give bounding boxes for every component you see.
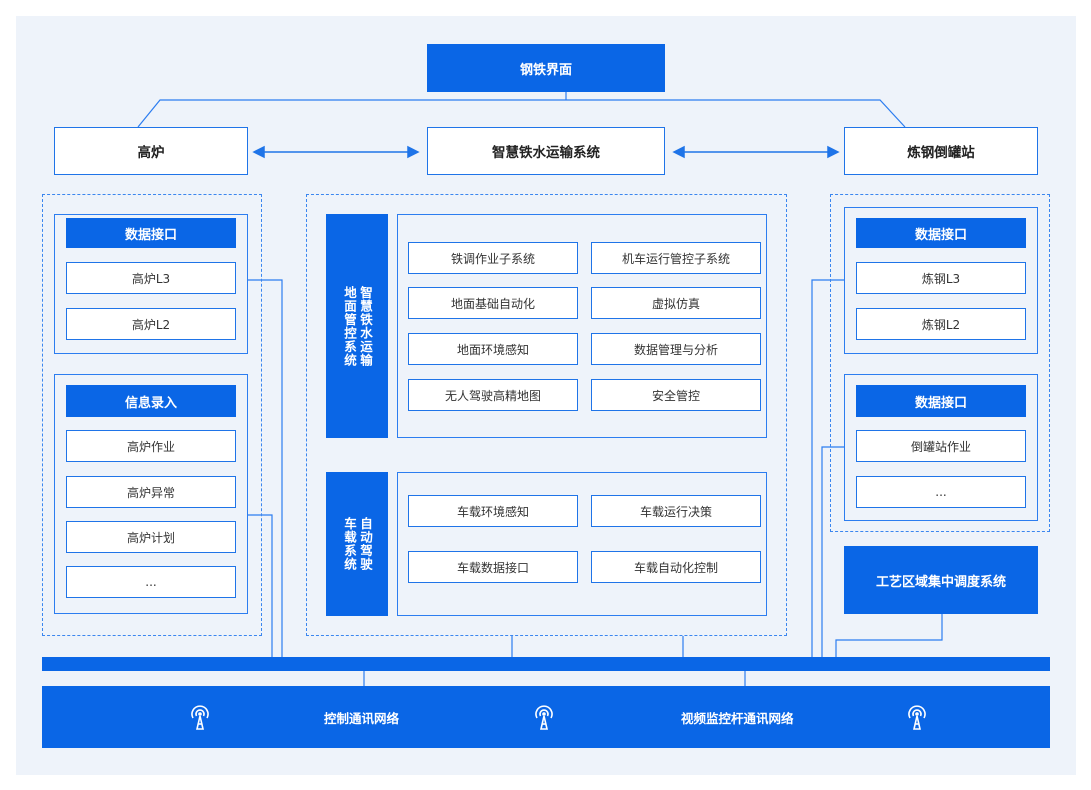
left-interface-header: 数据接口 xyxy=(66,218,236,248)
ground-item[interactable]: 机车运行管控子系统 xyxy=(591,242,761,274)
video-network-label: 视频监控杆通讯网络 xyxy=(681,711,794,726)
left-info-item[interactable]: ... xyxy=(66,566,236,598)
ground-item[interactable]: 铁调作业子系统 xyxy=(408,242,578,274)
ground-label-col1: 地面管控系统 xyxy=(342,285,357,367)
vehicle-item[interactable]: 车载运行决策 xyxy=(591,495,761,527)
double-arrow-left xyxy=(252,145,420,159)
vehicle-label-col1: 车载系统 xyxy=(342,517,357,571)
right-interface2-header: 数据接口 xyxy=(856,385,1026,417)
ground-control-label: 地面管控系统 智慧铁水运输 xyxy=(326,214,388,438)
steel-interface-title[interactable]: 钢铁界面 xyxy=(427,44,665,92)
dispatch-system-box[interactable]: 工艺区域集中调度系统 xyxy=(844,546,1038,614)
vehicle-label-col2: 自动驾驶 xyxy=(358,517,373,571)
left-dashed-group xyxy=(42,194,262,636)
antenna-icon xyxy=(905,704,929,734)
antenna-icon xyxy=(532,704,556,734)
ground-item[interactable]: 无人驾驶高精地图 xyxy=(408,379,578,411)
center-dashed-group xyxy=(306,194,787,636)
vehicle-item[interactable]: 车载数据接口 xyxy=(408,551,578,583)
data-bus xyxy=(42,657,1050,671)
antenna-icon xyxy=(188,704,212,734)
right-interface2-item[interactable]: 倒罐站作业 xyxy=(856,430,1026,462)
left-interface-item[interactable]: 高炉L2 xyxy=(66,308,236,340)
left-info-header: 信息录入 xyxy=(66,385,236,417)
vehicle-system-panel xyxy=(397,472,767,616)
vehicle-item[interactable]: 车载自动化控制 xyxy=(591,551,761,583)
left-info-item[interactable]: 高炉计划 xyxy=(66,521,236,553)
ground-item[interactable]: 安全管控 xyxy=(591,379,761,411)
control-network-label: 控制通讯网络 xyxy=(324,711,400,726)
hot-metal-transport-box[interactable]: 智慧铁水运输系统 xyxy=(427,127,665,175)
steelmaking-pouring-station-box[interactable]: 炼钢倒罐站 xyxy=(844,127,1038,175)
left-interface-item[interactable]: 高炉L3 xyxy=(66,262,236,294)
blast-furnace-box[interactable]: 高炉 xyxy=(54,127,248,175)
ground-item[interactable]: 数据管理与分析 xyxy=(591,333,761,365)
ground-item[interactable]: 地面环境感知 xyxy=(408,333,578,365)
right-interface2-item[interactable]: ... xyxy=(856,476,1026,508)
right-interface-item[interactable]: 炼钢L3 xyxy=(856,262,1026,294)
right-dashed-group xyxy=(830,194,1050,532)
ground-item[interactable]: 地面基础自动化 xyxy=(408,287,578,319)
right-interface-item[interactable]: 炼钢L2 xyxy=(856,308,1026,340)
network-bar: 控制通讯网络 视频监控杆通讯网络 xyxy=(42,686,1050,748)
left-info-item[interactable]: 高炉异常 xyxy=(66,476,236,508)
right-interface-header: 数据接口 xyxy=(856,218,1026,248)
ground-label-col2: 智慧铁水运输 xyxy=(358,285,373,367)
vehicle-system-label: 车载系统 自动驾驶 xyxy=(326,472,388,616)
vehicle-item[interactable]: 车载环境感知 xyxy=(408,495,578,527)
left-info-item[interactable]: 高炉作业 xyxy=(66,430,236,462)
ground-item[interactable]: 虚拟仿真 xyxy=(591,287,761,319)
double-arrow-right xyxy=(672,145,840,159)
